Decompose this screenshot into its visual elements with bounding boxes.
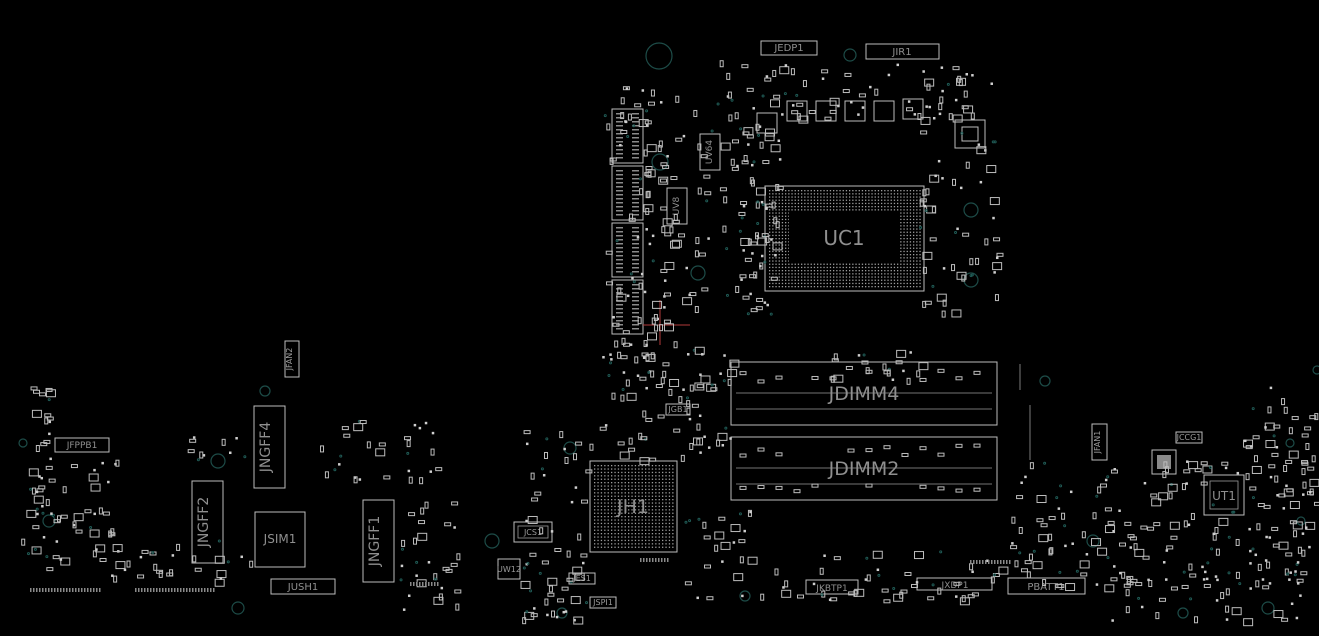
jedp1-label: JEDP1 <box>773 43 803 54</box>
connector-pbatt1[interactable]: PBATT1 <box>1007 577 1086 595</box>
uw12-label: UW12 <box>497 565 521 574</box>
jdimm2-label: JDIMM2 <box>828 458 900 480</box>
ut1-label: UT1 <box>1212 489 1236 503</box>
vrm-inductors <box>756 98 986 149</box>
jfan2-label: JFAN2 <box>285 348 294 372</box>
connector-jccg1[interactable]: JCCG1 <box>1175 431 1203 444</box>
pch-jh1[interactable]: JH1 <box>589 460 678 553</box>
m2-slot-jngff1[interactable]: JNGFF1 <box>362 499 395 583</box>
jush1-label: JUSH1 <box>287 582 319 593</box>
connector-jfan2[interactable]: JFAN2 <box>284 340 300 378</box>
bottom-edge-pads <box>30 558 1011 592</box>
jes1-label: JES1 <box>572 574 591 583</box>
jgb1-label: JGB1 <box>667 405 687 414</box>
connector-jedp1[interactable]: JEDP1 <box>760 40 818 56</box>
jngff2-label: JNGFF2 <box>196 497 212 548</box>
chip-uv8[interactable]: UV8 <box>666 187 688 225</box>
connector-jxdp1[interactable]: JXDP1 <box>916 577 993 591</box>
jh1-label: JH1 <box>616 496 649 518</box>
jccg1-label: JCCG1 <box>1176 433 1202 442</box>
jngff4-label: JNGFF4 <box>258 422 274 474</box>
dimm-slot-jdimm2[interactable]: JDIMM2 <box>730 436 998 501</box>
passive-components <box>21 60 1319 627</box>
jdimm4-label: JDIMM4 <box>828 383 900 405</box>
jcs1-label: JCS1 <box>523 528 542 537</box>
connector-jir1[interactable]: JIR1 <box>865 43 940 60</box>
dimm-slot-jdimm4[interactable]: JDIMM4 <box>730 361 998 426</box>
sim-slot-jsim1[interactable]: JSIM1 <box>254 511 306 568</box>
jfppb1-label: JFPPB1 <box>66 441 98 451</box>
uv8-label: UV8 <box>672 196 682 215</box>
chip-ut1[interactable]: UT1 <box>1203 474 1245 516</box>
uc1-label: UC1 <box>823 226 864 250</box>
jngff1-label: JNGFF1 <box>367 516 383 567</box>
jfan1-label: JFAN1 <box>1093 431 1102 455</box>
connector-jush1[interactable]: JUSH1 <box>270 578 336 595</box>
jir1-label: JIR1 <box>891 47 911 58</box>
m2-slot-jngff2[interactable]: JNGFF2 <box>191 480 224 564</box>
cpu-uc1[interactable]: UC1 <box>764 185 925 292</box>
chip-uw12[interactable]: UW12 <box>497 558 521 580</box>
jspi1-label: JSPI1 <box>592 598 613 607</box>
connector-jfppb1[interactable]: JFPPB1 <box>54 437 110 453</box>
jkbtp1-label: JKBTP1 <box>815 584 847 594</box>
connector-jcs1[interactable]: JCS1 <box>513 521 553 543</box>
jxdp1-label: JXDP1 <box>941 581 969 591</box>
uv64-label: UV64 <box>705 140 715 164</box>
m2-slot-jngff4[interactable]: JNGFF4 <box>253 405 286 489</box>
connector-jkbtp1[interactable]: JKBTP1 <box>805 579 859 595</box>
connector-jspi1[interactable]: JSPI1 <box>589 596 617 609</box>
jsim1-label: JSIM1 <box>263 532 297 546</box>
pbatt1-label: PBATT1 <box>1027 582 1064 593</box>
chip-uv64[interactable]: UV64 <box>699 133 721 171</box>
mounting-holes <box>18 42 1319 619</box>
connector-jfan1[interactable]: JFAN1 <box>1091 423 1108 461</box>
